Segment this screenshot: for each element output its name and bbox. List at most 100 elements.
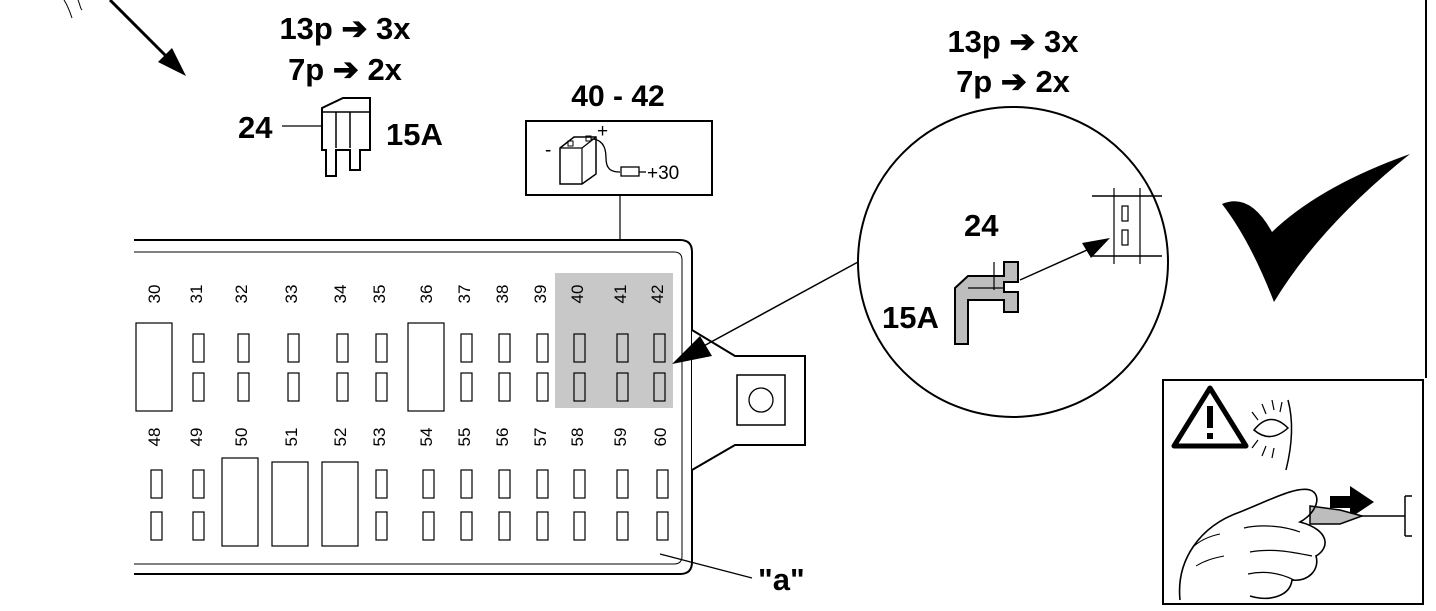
top-left-sketch-lines [63, 0, 83, 19]
fuse-slot-large-51 [271, 461, 309, 547]
eye-icon [1251, 399, 1293, 471]
fuse-slots [135, 322, 669, 547]
fuse-number-50: 50 [232, 428, 251, 447]
ratio-left-line1: 13p ➔ 3x [279, 11, 411, 46]
fuse-number-40: 40 [568, 285, 587, 304]
fuse-number-32: 32 [232, 285, 251, 304]
fuse-slot-58-b [573, 511, 586, 541]
fuse-slot-35-b [375, 372, 388, 402]
label-a-leader [659, 553, 753, 579]
fuse-slot-48-b [150, 511, 163, 541]
fuse-number-41: 41 [611, 285, 630, 304]
fuse-slot-detail [1092, 188, 1162, 264]
fuse-slot-40-a [573, 333, 586, 363]
callout-arrow-icon [672, 336, 712, 364]
fuse-slot-33-a [287, 333, 300, 363]
fuse-slot-large-50 [221, 457, 259, 547]
fuse-slot-42-a [653, 333, 666, 363]
fuse-number-56: 56 [493, 428, 512, 447]
fuse-slot-37-a [460, 333, 473, 363]
battery-terminal-label: +30 [647, 163, 679, 184]
fuse-number-30: 30 [145, 285, 164, 304]
fuse-number-49: 49 [187, 428, 206, 447]
fuse-number-38: 38 [493, 285, 512, 304]
fuse-slot-56-b [498, 511, 511, 541]
pointer-arrow-icon [108, 0, 186, 76]
fuse-number-39: 39 [531, 285, 550, 304]
fuse-slot-55-a [460, 469, 473, 499]
mounting-hole-icon [748, 387, 774, 413]
highlighted-fuse-group [555, 273, 673, 408]
fuse-slot-60-b [656, 511, 669, 541]
fuse-slot-54-b [422, 511, 435, 541]
fuse-slot-34-a [336, 333, 349, 363]
fuse-range-label: 40 - 42 [571, 80, 664, 113]
fuse-slot-33-b [287, 372, 300, 402]
hand-with-probe-icon [1178, 488, 1412, 601]
fuse-left-rating: 15A [386, 117, 443, 152]
fuse-slot-38-b [498, 372, 511, 402]
fuse-slot-48-a [150, 469, 163, 499]
fuse-slot-39-a [536, 333, 549, 363]
fuse-slot-53-b [375, 511, 388, 541]
fuse-number-34: 34 [331, 285, 350, 304]
fuse-slot-31-a [192, 333, 205, 363]
fuse-slot-39-b [536, 372, 549, 402]
fuse-slot-42-b [653, 372, 666, 402]
fuse-number-42: 42 [648, 285, 667, 304]
fuse-number-48: 48 [145, 428, 164, 447]
fuse-blade-icon-left [321, 97, 371, 177]
fuse-box [134, 239, 806, 575]
ratio-right-line2: 7p ➔ 2x [956, 64, 1071, 99]
fuse-number-33: 33 [282, 285, 301, 304]
fuse-slot-58-a [573, 469, 586, 499]
callout-position: 24 [964, 208, 999, 243]
fuse-slot-38-a [498, 333, 511, 363]
label-a: "a" [758, 562, 805, 597]
fuse-number-51: 51 [282, 428, 301, 447]
battery-plus: + [597, 121, 608, 142]
fuse-slot-59-a [616, 469, 629, 499]
mounting-lug [736, 374, 786, 426]
battery-icon [559, 135, 621, 185]
fuse-number-31: 31 [187, 285, 206, 304]
fuse-slot-54-a [422, 469, 435, 499]
fuse-number-60: 60 [651, 428, 670, 447]
fuse-slot-31-b [192, 372, 205, 402]
fuse-slot-40-b [573, 372, 586, 402]
fuse-slot-large-36 [407, 322, 445, 412]
fuse-slot-37-b [460, 372, 473, 402]
fuse-slot-56-a [498, 469, 511, 499]
fuse-slot-59-b [616, 511, 629, 541]
fuse-slot-49-b [192, 511, 205, 541]
fuse-slot-57-a [536, 469, 549, 499]
fuse-number-53: 53 [370, 428, 389, 447]
fuse-slot-large-30 [135, 322, 173, 412]
checkmark-icon [1222, 154, 1410, 302]
fuse-slot-55-b [460, 511, 473, 541]
fuse-number-37: 37 [455, 285, 474, 304]
fuse-blade-icon-callout [954, 261, 1019, 345]
fuse-number-52: 52 [331, 428, 350, 447]
battery-minus: - [545, 140, 551, 161]
battery-info-box [525, 120, 713, 196]
fuse-slot-49-a [192, 469, 205, 499]
fuse-slot-60-a [656, 469, 669, 499]
fuse-slot-32-b [237, 372, 250, 402]
fuse-slot-large-52 [321, 461, 359, 547]
ratio-right-line1: 13p ➔ 3x [947, 24, 1079, 59]
insert-arrow-line [1019, 245, 1097, 281]
callout-leader-line [699, 261, 859, 349]
fuse-slot-34-b [336, 372, 349, 402]
fuse-number-55: 55 [455, 428, 474, 447]
fuse-slot-41-b [616, 372, 629, 402]
fuse-number-54: 54 [417, 428, 436, 447]
callout-rating: 15A [882, 300, 939, 335]
fuse-number-59: 59 [611, 428, 630, 447]
fuse-left-position: 24 [238, 110, 273, 145]
fuse-number-58: 58 [568, 428, 587, 447]
ratio-left-line2: 7p ➔ 2x [288, 52, 403, 87]
fuse-number-57: 57 [531, 428, 550, 447]
fuse-slot-53-a [375, 469, 388, 499]
